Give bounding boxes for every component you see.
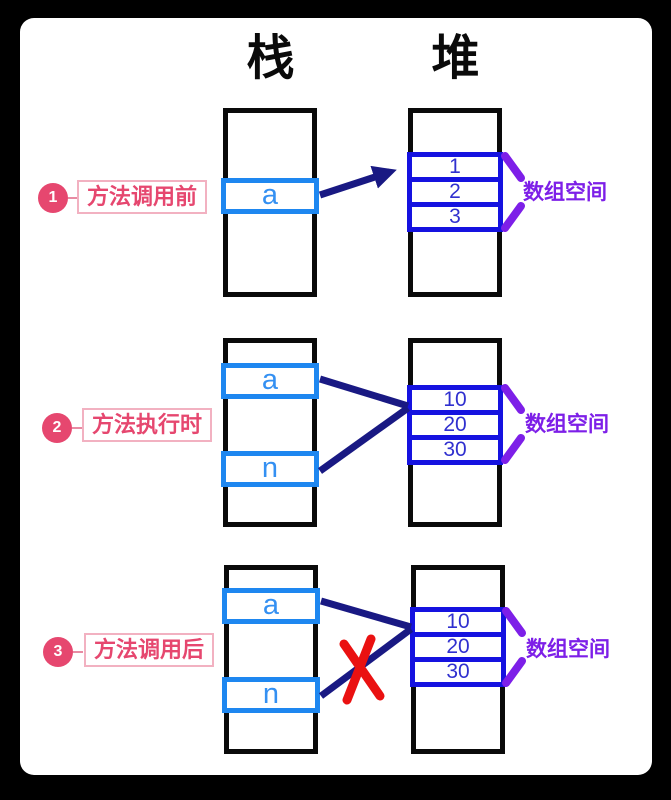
stack-cell-a-1: a xyxy=(221,178,319,214)
array-cell: 10 xyxy=(412,389,498,415)
array-space-label-2: 数组空间 xyxy=(525,413,609,436)
badge-connector-2 xyxy=(72,427,82,429)
step-label-2: 方法执行时 xyxy=(82,408,212,442)
array-cell: 3 xyxy=(412,206,498,227)
array-cell: 10 xyxy=(415,611,501,637)
heap-array-2: 10 20 30 xyxy=(407,385,503,465)
stack-cell-a-2: a xyxy=(221,363,319,399)
heap-array-3: 10 20 30 xyxy=(410,607,506,687)
array-cell: 30 xyxy=(415,661,501,682)
stack-column-header: 栈 xyxy=(246,32,295,85)
badge-connector-1 xyxy=(68,197,78,199)
array-space-label-3: 数组空间 xyxy=(526,638,610,661)
array-cell: 20 xyxy=(415,636,501,662)
stack-cell-a-3: a xyxy=(222,588,320,624)
array-cell: 30 xyxy=(412,439,498,460)
step-badge-1: 1 xyxy=(38,183,68,213)
stack-cell-n-2: n xyxy=(221,451,319,487)
array-cell: 20 xyxy=(412,414,498,440)
step-badge-2: 2 xyxy=(42,413,72,443)
step-badge-3: 3 xyxy=(43,637,73,667)
badge-connector-3 xyxy=(73,651,83,653)
stack-cell-n-3: n xyxy=(222,677,320,713)
array-space-label-1: 数组空间 xyxy=(523,181,607,204)
step-label-3: 方法调用后 xyxy=(84,633,214,667)
heap-column-header: 堆 xyxy=(431,32,480,85)
array-cell: 2 xyxy=(412,181,498,207)
heap-array-1: 1 2 3 xyxy=(407,152,503,232)
array-cell: 1 xyxy=(412,156,498,182)
step-label-1: 方法调用前 xyxy=(77,180,207,214)
